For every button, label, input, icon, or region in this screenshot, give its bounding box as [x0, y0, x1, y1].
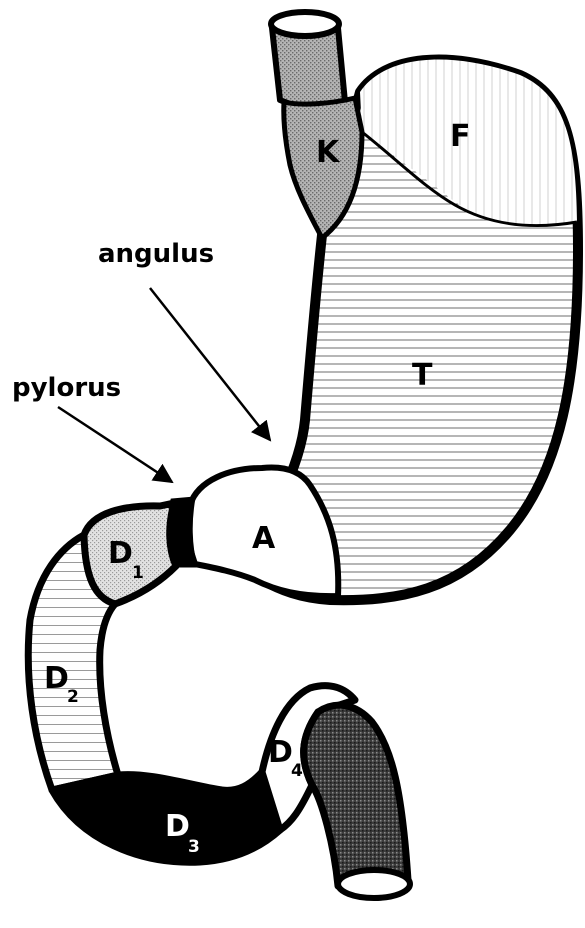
stomach: [170, 60, 578, 601]
d4-letter: D: [268, 735, 293, 770]
kardia-label: K: [316, 135, 341, 170]
jejunum: [304, 705, 408, 886]
esophagus: [271, 12, 345, 108]
body-label: T: [412, 358, 433, 393]
jejunum-opening: [338, 870, 410, 898]
d1-letter: D: [108, 536, 133, 571]
pylorus-label: pylorus: [12, 373, 121, 403]
antrum-label: A: [252, 521, 276, 556]
pylorus-pointer: [58, 407, 172, 482]
d3-letter: D: [165, 809, 190, 844]
d4-subscript: 4: [291, 761, 303, 781]
angulus-label: angulus: [98, 239, 214, 269]
d2-letter: D: [44, 661, 69, 696]
d1-subscript: 1: [132, 563, 144, 583]
fundus-label: F: [450, 119, 471, 154]
d3-subscript: 3: [188, 837, 200, 857]
d2-subscript: 2: [67, 687, 79, 707]
angulus-pointer: [150, 288, 270, 440]
